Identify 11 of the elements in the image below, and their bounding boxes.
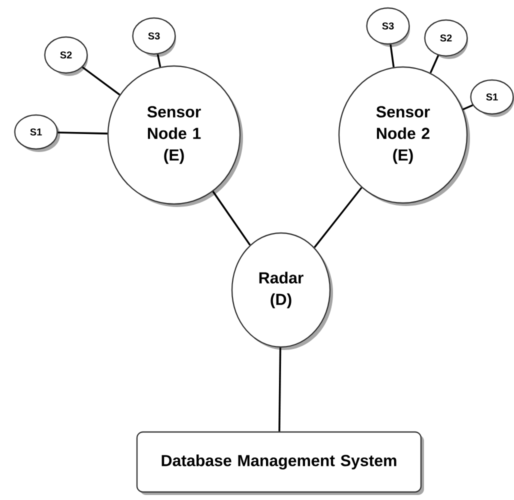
connector-line [156,54,162,68]
connector-line [462,104,474,110]
connector-line [82,66,120,96]
connector-line [212,190,251,246]
node-label: S1 [486,93,498,101]
connector-line [430,55,440,74]
connector-line [278,348,282,432]
connector-line [390,44,395,68]
connector-line [58,132,108,134]
connector-line [314,187,362,248]
database-box: Database Management System [136,431,424,495]
